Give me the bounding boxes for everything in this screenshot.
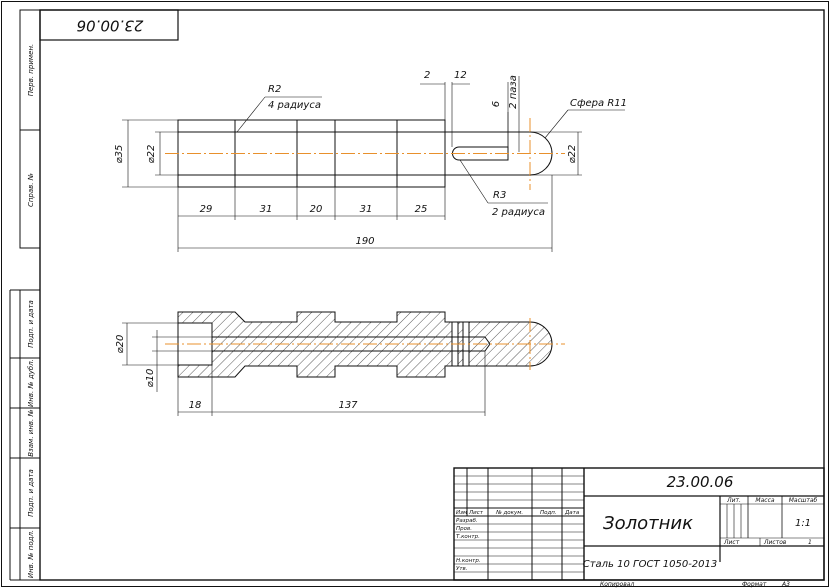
tb-header-sign: Подп.	[540, 510, 557, 516]
rotated-number-box: 23.00.06	[39, 9, 179, 41]
dim-segment-31b: 31	[360, 204, 373, 215]
tb-row-tcontrol: Т.контр.	[456, 534, 480, 540]
tb-material: Сталь 10 ГОСТ 1050-2013	[583, 559, 718, 570]
radius-r3-note: 2 радиуса	[492, 207, 545, 218]
tb-header-date: Дата	[564, 510, 580, 516]
tb-header-doc: № докум.	[495, 510, 523, 516]
tb-sheets-value: 1	[808, 539, 812, 546]
tb-format-value: A3	[781, 581, 790, 588]
tb-copied-label: Копировал	[600, 581, 634, 588]
tb-row-developed: Разраб.	[456, 518, 478, 524]
radius-r2-note: 4 радиуса	[268, 100, 321, 111]
slot-note: 2 паза	[508, 75, 519, 109]
tb-row-ncontrol: Н.контр.	[456, 558, 481, 564]
dim-segment-31a: 31	[260, 204, 273, 215]
side-label-repl-inv: Взам. инв. №	[27, 409, 35, 457]
dim-segment-20: 20	[310, 204, 323, 215]
dim-segment-25: 25	[415, 204, 428, 215]
dim-outer-diameter: ⌀35	[114, 145, 125, 164]
radius-r3-label: R3	[493, 190, 506, 201]
side-label-dup-inv: Инв. № дубл.	[27, 359, 35, 407]
side-label-sign-date-1: Подп. и дата	[27, 300, 35, 348]
tb-scale-label: Масштаб	[789, 497, 818, 504]
dim-2: 2	[424, 70, 430, 81]
dim-total-190: 190	[355, 236, 374, 247]
tb-drawing-number: 23.00.06	[667, 473, 734, 491]
dim-right-diameter: ⌀22	[567, 145, 578, 164]
tb-header-change: Изм	[456, 510, 467, 516]
top-view: ⌀35 ⌀22 ⌀22 R2 4 радиуса Сфера R11 2 12 …	[114, 70, 627, 252]
tb-row-checked: Пров.	[456, 526, 472, 532]
title-block: Изм Лист № докум. Подп. Дата Разраб. Про…	[453, 467, 825, 588]
tb-format-label: Формат	[742, 581, 767, 588]
dim-inner-diameter: ⌀22	[146, 145, 157, 164]
dim-section-d20: ⌀20	[115, 335, 126, 354]
radius-r2-label: R2	[268, 84, 281, 95]
tb-mass-label: Масса	[755, 497, 774, 504]
section-view: ⌀20 ⌀10 18 137	[115, 311, 565, 416]
tb-part-name: Золотник	[603, 513, 693, 534]
tb-sheets-label: Листов	[763, 539, 787, 546]
tb-lit-label: Лит.	[726, 497, 741, 504]
side-columns: Перв. примен. Справ. № Подп. и дата Инв.…	[9, 9, 41, 581]
sphere-label: Сфера R11	[570, 98, 627, 109]
tb-header-sheet: Лист	[468, 510, 484, 516]
dim-segment-29: 29	[200, 204, 213, 215]
side-label-first-use: Перв. примен.	[27, 44, 35, 97]
tb-row-approved: Утв.	[456, 566, 468, 572]
rotated-drawing-number: 23.00.06	[77, 17, 144, 35]
dim-section-137: 137	[338, 400, 358, 411]
side-label-ref-no: Справ. №	[27, 173, 35, 207]
tb-sheet-label: Лист	[723, 539, 740, 546]
dim-6: 6	[491, 101, 502, 107]
side-label-sign-date-2: Подп. и дата	[27, 469, 35, 517]
side-label-orig-inv: Инв. № подл.	[27, 530, 35, 578]
dim-section-d10: ⌀10	[145, 369, 156, 388]
dim-12: 12	[454, 70, 467, 81]
inner-frame	[39, 9, 825, 581]
dim-section-18: 18	[189, 400, 202, 411]
tb-scale-value: 1:1	[795, 518, 811, 529]
